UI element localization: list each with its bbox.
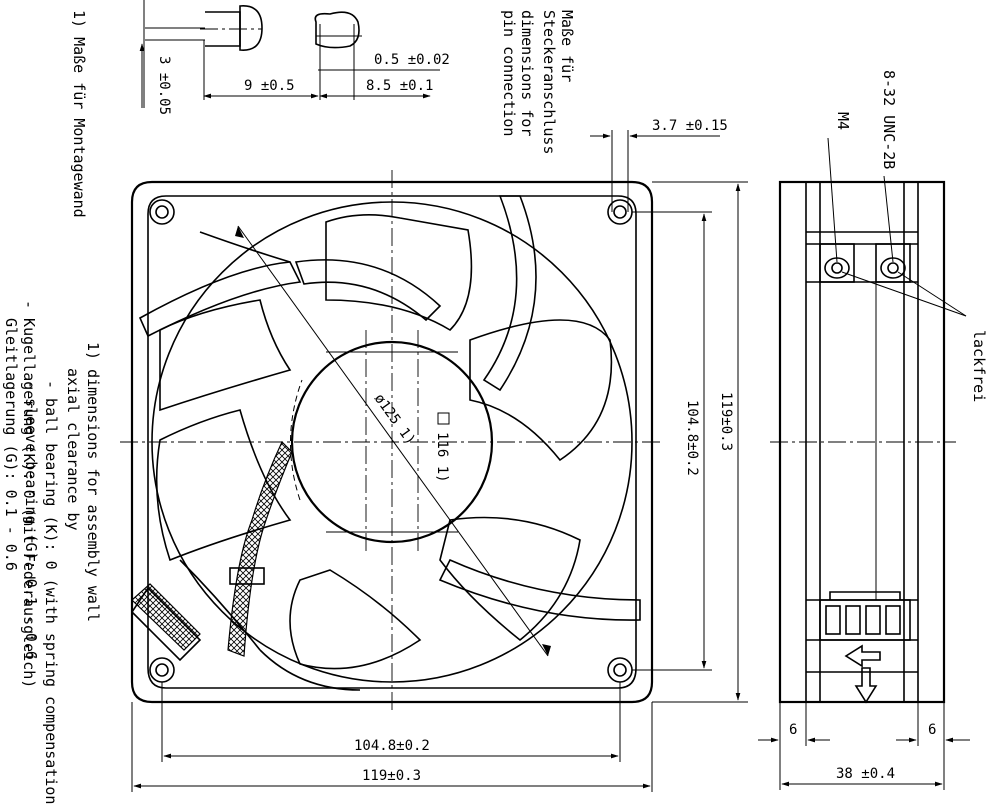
note-de-line2: - Kugellagerung (K): 0 (mit Federausglei… bbox=[20, 300, 38, 688]
thread-label-unc: 8-32 UNC-2B bbox=[880, 70, 898, 169]
notes-german: 1) Maße für Montagewand - Kugellagerung … bbox=[2, 10, 88, 688]
dim-vertical: 104.8±0.2 119±0.3 bbox=[632, 181, 748, 703]
note-de-line1: 1) Maße für Montagewand bbox=[70, 10, 88, 218]
connector-note-line2: Steckeranschluss bbox=[540, 10, 558, 155]
dim-pin-width: 8.5 ±0.1 bbox=[366, 78, 433, 94]
dim-vertical-119: 119±0.3 bbox=[718, 392, 734, 451]
note-en-line3: - ball bearing (K): 0 (with spring compe… bbox=[42, 380, 60, 804]
connector-note-line1: Maße für bbox=[558, 10, 576, 82]
note-en-line1: 1) dimensions for assembly wall bbox=[84, 342, 102, 622]
dim-depth-38: 38 ±0.4 bbox=[836, 766, 895, 782]
connector-note: Maße für Steckeranschluss dimensions for… bbox=[500, 10, 576, 155]
connector-note-line3: dimensions for bbox=[518, 10, 536, 136]
note-en-line2: axial clearance by bbox=[64, 368, 82, 531]
connector-block bbox=[819, 591, 911, 641]
dim-square-116: 116 1) bbox=[434, 432, 450, 483]
note-en-line4: - sleeve bearing (G): 0.1 - 0.6 bbox=[22, 380, 40, 660]
threaded-inserts bbox=[819, 243, 911, 600]
thread-label-m4: M4 bbox=[834, 112, 852, 130]
dim-pin-length: 9 ±0.5 bbox=[244, 78, 295, 94]
strut-arms bbox=[138, 195, 641, 621]
dim-horizontal-104-8: 104.8±0.2 bbox=[354, 738, 430, 754]
connector-note-line4: pin connection bbox=[500, 10, 518, 136]
dim-hole-diameter: 3.7 ±0.15 bbox=[652, 118, 728, 134]
notes-english: 1) dimensions for assembly wall axial cl… bbox=[22, 342, 102, 804]
dim-horizontal: 104.8±0.2 119±0.3 bbox=[131, 682, 653, 792]
dim-vertical-104-8: 104.8±0.2 bbox=[684, 400, 700, 476]
impeller-blades bbox=[155, 214, 613, 691]
dim-hole: 3.7 ±0.15 bbox=[590, 118, 728, 212]
lackfrei-label: lackfrei bbox=[970, 330, 988, 402]
dim-side-6-left: 6 bbox=[789, 722, 797, 738]
fan-front-view: ø125 1) 116 1) bbox=[120, 170, 664, 714]
pin-detail: 3 ±0.05 9 ±0.5 0.5 ±0.02 8.5 ±0.1 bbox=[139, 0, 450, 115]
dim-horizontal-119: 119±0.3 bbox=[362, 768, 421, 784]
fan-side-view: M4 8-32 UNC-2B lackfrei 6 6 38 ±0.4 bbox=[758, 70, 988, 790]
dim-side-6-right: 6 bbox=[928, 722, 936, 738]
dim-pin-thickness: 0.5 ±0.02 bbox=[374, 52, 450, 68]
cable bbox=[130, 440, 293, 662]
airflow-arrows bbox=[844, 644, 881, 704]
dim-pin-height: 3 ±0.05 bbox=[156, 56, 172, 115]
note-de-line3: Gleitlagerung (G): 0.1 - 0.6 bbox=[2, 318, 20, 571]
